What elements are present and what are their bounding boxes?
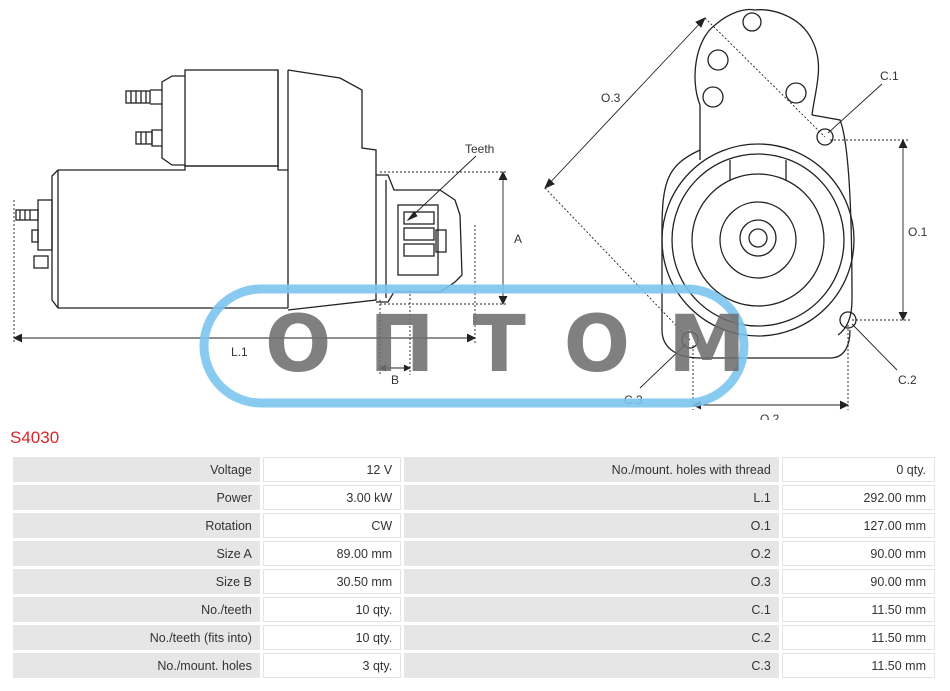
- table-row: Voltage 12 V No./mount. holes with threa…: [13, 457, 935, 482]
- spec-label: C.1: [404, 597, 779, 622]
- specs-table: Voltage 12 V No./mount. holes with threa…: [10, 454, 938, 681]
- part-number-title: S4030: [10, 428, 60, 447]
- spec-value: 292.00 mm: [781, 485, 935, 510]
- spec-value: 90.00 mm: [781, 541, 935, 566]
- spec-label: Size A: [13, 541, 260, 566]
- specs-table-body: Voltage 12 V No./mount. holes with threa…: [13, 457, 935, 678]
- table-row: Power 3.00 kW L.1 292.00 mm: [13, 485, 935, 510]
- spec-label: No./mount. holes with thread: [404, 457, 779, 482]
- starter-side-view: [15, 69, 463, 311]
- table-row: No./mount. holes 3 qty. C.3 11.50 mm: [13, 653, 935, 678]
- table-row: Rotation CW O.1 127.00 mm: [13, 513, 935, 538]
- spec-value: 12 V: [262, 457, 402, 482]
- side-view-dimensions: [12, 155, 508, 375]
- spec-label: No./teeth: [13, 597, 260, 622]
- spec-label: O.2: [404, 541, 779, 566]
- spec-value: 0 qty.: [781, 457, 935, 482]
- spec-value: 127.00 mm: [781, 513, 935, 538]
- spec-label: Power: [13, 485, 260, 510]
- watermark-ring: [199, 284, 749, 408]
- label-c1: C.1: [880, 69, 899, 83]
- spec-value: 3.00 kW: [262, 485, 402, 510]
- spec-label: O.3: [404, 569, 779, 594]
- spec-value: 11.50 mm: [781, 653, 935, 678]
- label-b: B: [391, 373, 399, 387]
- spec-label: Size B: [13, 569, 260, 594]
- label-c2: C.2: [898, 373, 917, 387]
- spec-value: 90.00 mm: [781, 569, 935, 594]
- label-l1: L.1: [231, 345, 248, 359]
- spec-label: C.3: [404, 653, 779, 678]
- spec-label: No./teeth (fits into): [13, 625, 260, 650]
- spec-label: No./mount. holes: [13, 653, 260, 678]
- spec-value: 89.00 mm: [262, 541, 402, 566]
- label-o3: O.3: [601, 91, 621, 105]
- spec-value: 10 qty.: [262, 625, 402, 650]
- spec-value: 11.50 mm: [781, 597, 935, 622]
- spec-value: 3 qty.: [262, 653, 402, 678]
- spec-value: 10 qty.: [262, 597, 402, 622]
- spec-value: 30.50 mm: [262, 569, 402, 594]
- spec-value: 11.50 mm: [781, 625, 935, 650]
- spec-value: CW: [262, 513, 402, 538]
- starter-motor-drawing: Teeth A L.1 B O.3 C.1 O.1 C.2 C.3 O.2: [12, 8, 928, 420]
- starter-end-view: [661, 8, 857, 359]
- spec-label: L.1: [404, 485, 779, 510]
- spec-label: Voltage: [13, 457, 260, 482]
- table-row: No./teeth 10 qty. C.1 11.50 mm: [13, 597, 935, 622]
- table-row: Size B 30.50 mm O.3 90.00 mm: [13, 569, 935, 594]
- label-a: A: [514, 232, 522, 246]
- label-o1: O.1: [908, 225, 928, 239]
- label-teeth: Teeth: [465, 142, 494, 156]
- spec-label: C.2: [404, 625, 779, 650]
- spec-label: Rotation: [13, 513, 260, 538]
- spec-label: O.1: [404, 513, 779, 538]
- table-row: No./teeth (fits into) 10 qty. C.2 11.50 …: [13, 625, 935, 650]
- table-row: Size A 89.00 mm O.2 90.00 mm: [13, 541, 935, 566]
- label-o2: O.2: [760, 412, 780, 420]
- watermark-text: ОПТОМ: [265, 300, 784, 390]
